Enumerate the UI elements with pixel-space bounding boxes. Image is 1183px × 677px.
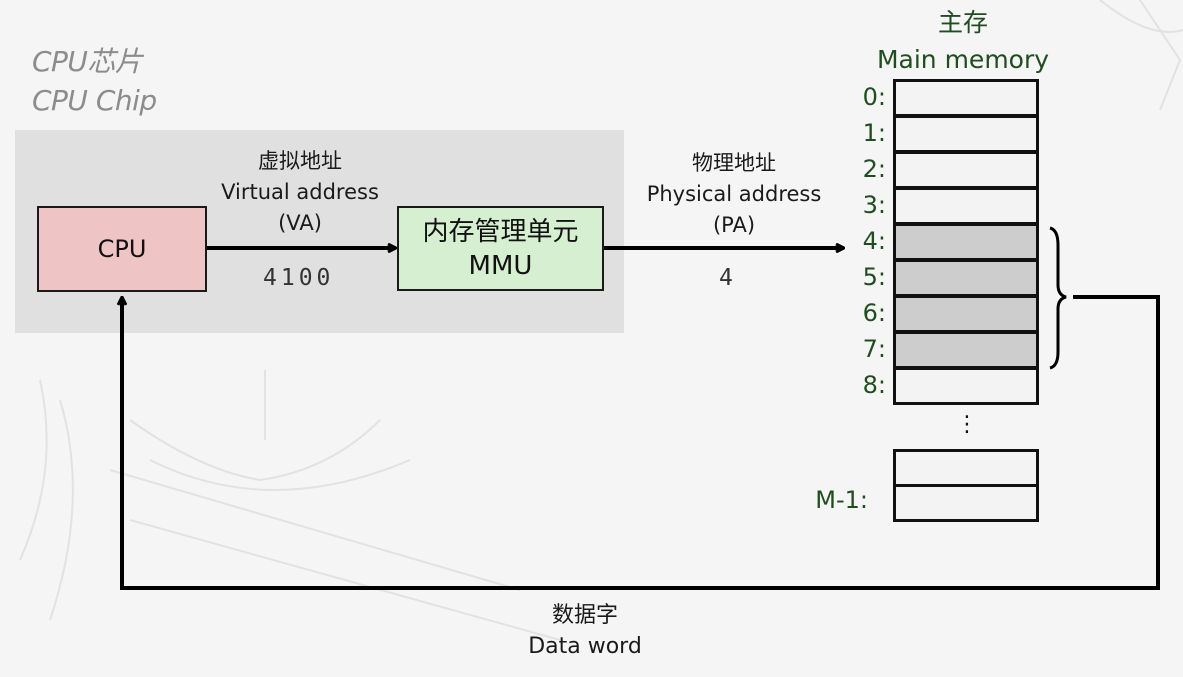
cpu-label: CPU [97,235,147,263]
mmu-label-en: MMU [468,250,533,281]
memory-address-label: 4: [862,227,886,255]
data-word-label-en: Data word [528,634,642,659]
pa-value: 4 [719,265,737,291]
data-word-label: 数据字 Data word [485,600,685,662]
memory-cell [893,295,1039,333]
mmu-box: 内存管理单元 MMU [397,206,604,291]
va-label-cn: 虚拟地址 [258,149,342,173]
pa-label-en: Physical address [646,182,822,206]
memory-address-label: 7: [862,335,886,363]
va-value: 4100 [263,265,335,291]
pa-label-cn: 物理地址 [692,151,776,175]
memory-cell-m-1 [893,484,1039,522]
memory-cell-m-2 [893,449,1039,487]
main-memory-title: 主存 Main memory [863,4,1063,78]
memory-cell [893,151,1039,189]
memory-ellipsis: ⋮ [956,412,978,437]
memory-address-label: 8: [862,371,886,399]
memory-cell [893,79,1039,117]
memory-cell [893,223,1039,261]
memory-address-label: 1: [862,119,886,147]
memory-cell [893,259,1039,297]
memory-address-label: 2: [862,155,886,183]
memory-cell [893,331,1039,369]
memory-cell [893,115,1039,153]
memory-address-label: 6: [862,299,886,327]
memory-cell [893,367,1039,405]
pa-label-group: 物理地址 Physical address (PA) [634,148,834,241]
memory-address-last: M-1: [815,486,868,514]
chip-title-cn: CPU芯片 [32,45,143,78]
chip-title-en: CPU Chip [32,84,157,117]
memory-address-label: 3: [862,191,886,219]
pa-abbr: (PA) [712,213,756,237]
data-word-label-cn: 数据字 [551,603,618,628]
va-label-en: Virtual address [221,180,379,204]
main-memory-title-en: Main memory [876,45,1050,74]
memory-cell [893,187,1039,225]
memory-address-label: 5: [862,263,886,291]
va-abbr: (VA) [278,211,322,235]
mmu-label-cn: 内存管理单元 [422,216,579,247]
cpu-box: CPU [37,206,207,292]
va-label-group: 虚拟地址 Virtual address (VA) [200,146,400,239]
memory-address-label: 0: [862,83,886,111]
main-memory-title-cn: 主存 [937,8,988,37]
